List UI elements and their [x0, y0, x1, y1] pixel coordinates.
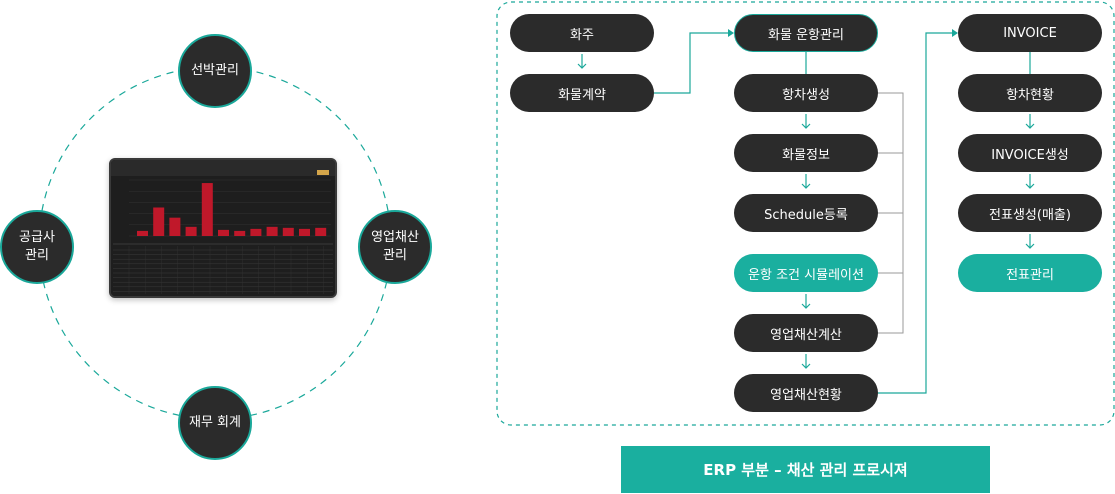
- arrow-down-icon: [801, 354, 811, 369]
- arrow-down-icon: [1025, 174, 1035, 189]
- flow-node-simulation: 운항 조건 시뮬레이션: [734, 254, 878, 292]
- flow-node-cargo-ops: 화물 운항관리: [734, 14, 878, 52]
- connector-contract-to-cargo: [654, 32, 728, 94]
- connector-status-to-invoice: [878, 32, 952, 394]
- arrow-down-icon: [801, 294, 811, 309]
- flow-node-voyage-status: 항차현황: [958, 74, 1102, 112]
- chart-bar: [315, 227, 327, 236]
- flow-node-profit-status: 영업채산현황: [734, 374, 878, 412]
- flow-node-voucher-manage: 전표관리: [958, 254, 1102, 292]
- arrow-down-icon: [801, 174, 811, 189]
- cycle-node-supplier: 공급사 관리: [0, 210, 74, 284]
- erp-container: [496, 1, 1115, 426]
- chart-bar: [282, 227, 294, 236]
- flow-node-contract: 화물계약: [510, 74, 654, 112]
- cycle-node-profit: 영업채산 관리: [358, 210, 432, 284]
- arrow-down-icon: [1025, 234, 1035, 249]
- flow-node-cargo-info: 화물정보: [734, 134, 878, 172]
- dashboard-table: [113, 246, 333, 294]
- chart-bar: [234, 230, 246, 236]
- flow-node-voucher-create: 전표생성(매출): [958, 194, 1102, 232]
- dashboard-button: [317, 170, 329, 175]
- chart-bar: [201, 183, 213, 236]
- flow-node-shipper: 화주: [510, 14, 654, 52]
- dashboard-screen: [111, 160, 335, 296]
- chart-bar: [299, 228, 310, 236]
- chart-bar: [185, 226, 197, 236]
- chart-bar: [218, 229, 229, 236]
- cycle-node-finance: 재무 회계: [178, 386, 252, 460]
- arrow-down-icon: [1025, 114, 1035, 129]
- arrow-down-icon: [577, 54, 587, 69]
- flow-node-invoice: INVOICE: [958, 14, 1102, 52]
- chart-bar: [169, 217, 181, 236]
- dashboard-bar-chart: [129, 179, 331, 237]
- arrow-down-icon: [801, 114, 811, 129]
- chart-bar: [250, 228, 262, 236]
- cycle-node-ship: 선박관리: [178, 34, 252, 108]
- flow-node-voyage-create: 항차생성: [734, 74, 878, 112]
- flow-node-schedule: Schedule등록: [734, 194, 878, 232]
- chart-bar: [266, 226, 278, 236]
- footer-title: ERP 부분 – 채산 관리 프로시져: [621, 446, 990, 493]
- chart-bar: [137, 230, 148, 236]
- flow-node-profit-calc: 영업채산계산: [734, 314, 878, 352]
- flow-node-invoice-create: INVOICE생성: [958, 134, 1102, 172]
- tablet-dashboard: [109, 158, 337, 298]
- chart-bar: [153, 207, 165, 236]
